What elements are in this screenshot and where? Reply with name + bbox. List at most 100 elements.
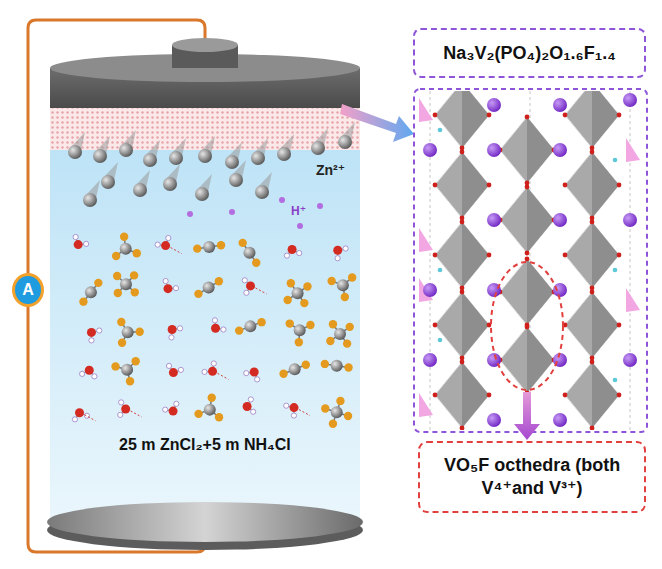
chloride-atom bbox=[194, 410, 202, 418]
hydrogen-atom bbox=[163, 407, 168, 412]
chloride-atom bbox=[348, 273, 356, 281]
oxygen-site bbox=[487, 183, 492, 188]
chloride-atom bbox=[215, 277, 223, 285]
chloride-atom bbox=[112, 252, 120, 260]
zinc-ion bbox=[277, 147, 291, 161]
hydrogen-atom bbox=[244, 290, 249, 295]
zinc-ion bbox=[68, 145, 82, 159]
oxygen-site bbox=[433, 113, 438, 118]
octahedron-face bbox=[527, 327, 554, 393]
octahedron-face bbox=[462, 222, 489, 288]
chloride-atom bbox=[287, 279, 295, 287]
zinc-ion bbox=[93, 149, 107, 163]
hydrogen-atom bbox=[242, 278, 247, 283]
oxygen-atom bbox=[290, 403, 299, 412]
hydrogen-atom bbox=[255, 377, 260, 382]
octahedron-face bbox=[462, 292, 489, 358]
oxygen-site bbox=[487, 393, 492, 398]
cell-line bbox=[430, 91, 431, 430]
chloride-atom bbox=[295, 338, 303, 346]
sodium-ion bbox=[487, 413, 501, 427]
zinc-ion bbox=[255, 185, 269, 199]
zinc-ion bbox=[229, 173, 243, 187]
oxygen-site bbox=[563, 393, 568, 398]
oxygen-site bbox=[617, 393, 622, 398]
chloride-atom bbox=[130, 271, 138, 279]
sodium-ion bbox=[623, 353, 637, 367]
zinc-atom bbox=[204, 404, 216, 416]
electrolyte-label: 25 m ZnCl₂+5 m NH₄Cl bbox=[119, 436, 291, 454]
zinc-ion bbox=[251, 151, 265, 165]
hydrogen-atom bbox=[166, 363, 171, 368]
phosphate-tetrahedron bbox=[626, 138, 640, 162]
sodium-ion bbox=[423, 353, 437, 367]
oxygen-site bbox=[525, 325, 530, 330]
zinc-ion bbox=[83, 193, 97, 207]
chloride-atom bbox=[94, 279, 102, 287]
oxygen-site bbox=[460, 290, 465, 295]
chloride-atom bbox=[283, 296, 291, 304]
chloride-atom bbox=[193, 244, 201, 252]
chloride-atom bbox=[327, 277, 335, 285]
sodium-ion bbox=[423, 143, 437, 157]
hydrogen-bond bbox=[85, 415, 96, 421]
chloride-atom bbox=[344, 412, 352, 420]
structure-frame bbox=[414, 89, 647, 432]
oxygen-site bbox=[460, 220, 465, 225]
hydrogen-atom bbox=[291, 413, 296, 418]
chloride-atom bbox=[235, 326, 243, 334]
hydrogen-bond bbox=[131, 411, 142, 417]
oxygen-site bbox=[563, 113, 568, 118]
octahedron-face bbox=[592, 152, 619, 218]
chloride-atom bbox=[346, 323, 354, 331]
callout-box: VO₅F octhedra (both V⁴⁺and V³⁺) bbox=[418, 441, 646, 513]
chloride-atom bbox=[194, 290, 202, 298]
sodium-ion bbox=[623, 213, 637, 227]
hydrogen-atom bbox=[284, 253, 289, 258]
zinc-ion bbox=[195, 187, 209, 201]
chloride-atom bbox=[113, 272, 121, 280]
octahedron-face bbox=[462, 362, 489, 428]
oxygen-atom bbox=[333, 246, 342, 255]
sodium-ion bbox=[553, 413, 567, 427]
chloride-atom bbox=[344, 363, 352, 371]
fluorine-site bbox=[438, 128, 443, 133]
zinc-ion bbox=[163, 177, 177, 191]
octahedron bbox=[565, 222, 619, 288]
hydrogen-bond bbox=[299, 410, 310, 416]
oxygen-atom bbox=[87, 328, 96, 337]
hydrogen-atom bbox=[119, 400, 124, 405]
octahedron bbox=[435, 362, 489, 428]
oxygen-site bbox=[525, 251, 530, 256]
sodium-ion bbox=[423, 283, 437, 297]
oxygen-site bbox=[590, 220, 595, 225]
oxygen-site bbox=[487, 253, 492, 258]
ammeter-symbol: A bbox=[12, 273, 44, 307]
chloride-atom bbox=[135, 328, 143, 336]
hydrogen-bond bbox=[218, 373, 229, 379]
oxygen-atom bbox=[169, 407, 178, 416]
zinc-ion bbox=[311, 141, 325, 155]
zinc-atom bbox=[331, 406, 343, 418]
chloride-atom bbox=[79, 297, 87, 305]
oxygen-atom bbox=[168, 325, 177, 334]
octahedron-face bbox=[592, 292, 619, 358]
oxygen-site bbox=[525, 115, 530, 120]
zinc-ion bbox=[101, 175, 115, 189]
chloride-atom bbox=[326, 337, 334, 345]
octahedron-face bbox=[527, 259, 554, 325]
zinc-ion bbox=[143, 153, 157, 167]
oxygen-atom bbox=[74, 240, 83, 249]
chloride-atom bbox=[343, 339, 351, 347]
node-text: A bbox=[22, 281, 34, 299]
zinc-atom bbox=[120, 243, 132, 255]
chloride-atom bbox=[303, 282, 311, 290]
zinc-ion bbox=[119, 143, 133, 157]
fluorine-site bbox=[613, 378, 618, 383]
hydrogen-atom bbox=[244, 371, 249, 376]
chloride-atom bbox=[302, 361, 310, 369]
chloride-atom bbox=[118, 339, 126, 347]
phosphate-tetrahedron bbox=[419, 98, 433, 122]
chloride-atom bbox=[306, 321, 314, 329]
